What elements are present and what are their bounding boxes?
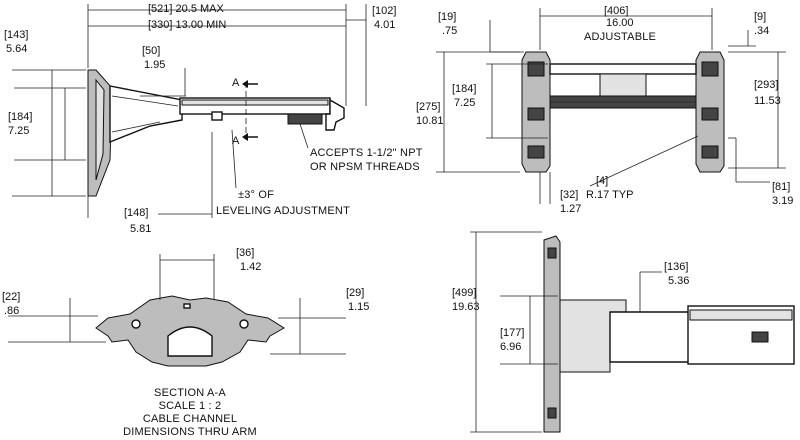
dim-front-inner-metric: [184]	[452, 83, 476, 95]
section-caption-2: SCALE 1 : 2	[159, 400, 222, 412]
dim-overall: [521] 20.5 MAX	[148, 3, 224, 15]
dim-bottom-imperial: 5.81	[130, 223, 151, 235]
end-connector	[325, 98, 345, 131]
section-marker-bottom: A	[232, 135, 240, 147]
dim-plate-metric: [184]	[8, 111, 32, 123]
side-label-plate	[751, 331, 769, 343]
dim-side-arm-imperial: 5.36	[668, 275, 689, 287]
dim-section-right-imperial: 1.15	[348, 301, 369, 313]
dim-front-width-note: ADJUSTABLE	[584, 31, 656, 43]
pipe-coupling	[287, 113, 323, 125]
arm-bracket	[109, 85, 183, 144]
dim-top-metric: [143]	[4, 29, 28, 41]
section-dimensions	[8, 254, 346, 355]
leveling-note-line2: LEVELING ADJUSTMENT	[216, 205, 350, 217]
dim-front-offset-imperial: 3.19	[772, 195, 793, 207]
dim-extension-imperial: 4.01	[374, 19, 395, 31]
dim-side-arm-metric: [136]	[664, 261, 688, 273]
dim-section-left-imperial: .86	[4, 305, 19, 317]
section-caption-3: CABLE CHANNEL	[143, 413, 237, 425]
wall-plate-face	[95, 78, 105, 181]
section-caption-4: DIMENSIONS THRU ARM	[123, 426, 257, 438]
dim-side-lower-metric: [177]	[500, 327, 524, 339]
front-view-dimensions	[436, 8, 786, 204]
section-caption-1: SECTION A-A	[154, 387, 226, 399]
dim-side-height-metric: [499]	[452, 287, 476, 299]
dim-front-foot-imperial: 1.27	[560, 203, 581, 215]
dim-side-lower-imperial: 6.96	[500, 341, 521, 353]
leveling-note-line1: ±3° OF	[238, 189, 274, 201]
dim-front-slot-metric: [293]	[754, 79, 778, 91]
dim-section-width-metric: [36]	[236, 247, 254, 259]
dim-bottom-metric: [148]	[124, 207, 148, 219]
dim-front-left-imperial: .75	[442, 25, 457, 37]
dim-front-offset-metric: [81]	[772, 181, 790, 193]
threads-note-line2: OR NPSM THREADS	[310, 161, 420, 173]
dim-front-height-metric: [275]	[416, 101, 440, 113]
dim-section-right-metric: [29]	[346, 287, 364, 299]
side-view-dimensions	[470, 231, 662, 433]
front-view-drawing	[521, 51, 725, 173]
side-plate	[543, 235, 561, 433]
top-view-drawing	[87, 69, 345, 197]
dim-front-width-imperial: 16.00	[606, 17, 634, 29]
side-view-drawing	[543, 235, 795, 433]
section-a-a-drawing	[95, 295, 285, 367]
dim-front-right-metric: [9]	[754, 11, 766, 23]
dim-front-slot-imperial: 11.53	[754, 95, 781, 107]
dim-front-radius-imperial: R.17 TYP	[586, 189, 634, 201]
dim-extension-metric: [102]	[372, 5, 396, 17]
dim-section-width-imperial: 1.42	[240, 261, 261, 273]
dim-front-right-imperial: .34	[754, 25, 769, 37]
threads-note-line1: ACCEPTS 1-1/2" NPT	[310, 147, 423, 159]
dim-front-width-metric: [406]	[604, 5, 628, 17]
dim-arm-imperial: 1.95	[144, 59, 165, 71]
side-arm	[609, 311, 691, 363]
dim-min: [330] 13.00 MIN	[148, 19, 226, 31]
dim-side-height-imperial: 19.63	[452, 301, 480, 313]
dim-section-left-metric: [22]	[2, 291, 20, 303]
dim-front-foot-metric: [32]	[560, 189, 578, 201]
top-rail	[549, 63, 697, 75]
dim-front-radius-metric: [4]	[596, 175, 608, 187]
dim-front-left-metric: [19]	[438, 11, 456, 23]
dim-plate-imperial: 7.25	[8, 125, 29, 137]
top-view-dimensions	[12, 4, 367, 218]
dim-top-imperial: 5.64	[6, 43, 27, 55]
dim-front-height-imperial: 10.81	[416, 115, 444, 127]
section-marker-top: A	[232, 77, 240, 89]
dim-arm-metric: [50]	[142, 45, 160, 57]
dim-front-inner-imperial: 7.25	[454, 97, 475, 109]
